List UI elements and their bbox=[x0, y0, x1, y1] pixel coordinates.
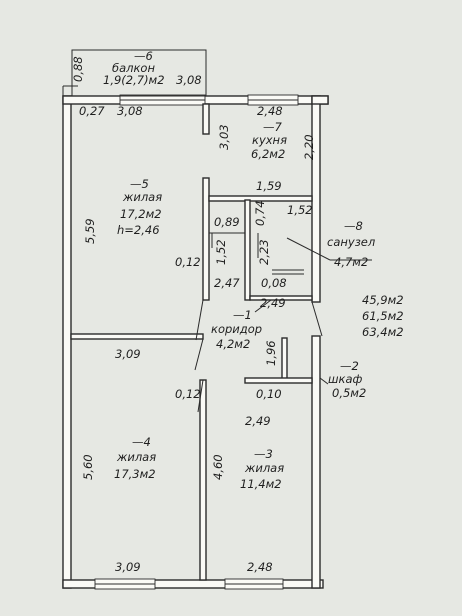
wall-living5-east bbox=[202, 177, 210, 301]
dim-560: 5,60 bbox=[81, 454, 95, 480]
door-living3 bbox=[197, 379, 204, 413]
door-entrance bbox=[311, 301, 323, 337]
bathroom-number: —8 bbox=[344, 219, 363, 233]
dim-008: 0,08 bbox=[261, 276, 287, 290]
door-living5 bbox=[195, 299, 204, 341]
total-general: 61,5м2 bbox=[362, 309, 404, 323]
dim-159: 1,59 bbox=[256, 179, 282, 193]
east-wall-upper bbox=[311, 95, 321, 303]
dim-196: 1,96 bbox=[264, 340, 278, 366]
closet-area: 0,5м2 bbox=[332, 386, 366, 400]
door-living4 bbox=[194, 338, 204, 371]
north-east-ledge bbox=[311, 95, 329, 105]
dim-088: 0,88 bbox=[71, 56, 85, 82]
living5-area: 17,2м2 bbox=[120, 207, 162, 221]
south-wall bbox=[62, 579, 324, 589]
dim-303: 3,03 bbox=[217, 124, 231, 150]
living5-number: —5 bbox=[130, 177, 149, 191]
corridor-name: коридор bbox=[211, 322, 262, 336]
kitchen-name: кухня bbox=[252, 133, 287, 147]
corridor-number: —1 bbox=[233, 308, 252, 322]
living3-number: —3 bbox=[254, 447, 273, 461]
bathroom-area: 4,7м2 bbox=[334, 255, 368, 269]
wall-living3-west bbox=[199, 379, 207, 581]
dim-309a: 3,09 bbox=[115, 347, 141, 361]
living3-area: 11,4м2 bbox=[240, 477, 282, 491]
dim-308-balcony: 3,08 bbox=[176, 73, 202, 87]
bathroom-name: санузел bbox=[327, 235, 376, 249]
kitchen-number: —7 bbox=[263, 120, 283, 134]
dim-309b: 3,09 bbox=[115, 560, 141, 574]
bath-leader bbox=[286, 237, 331, 261]
dim-247: 2,47 bbox=[214, 276, 240, 290]
living5-name: жилая bbox=[122, 190, 162, 204]
dim-152b: 1,52 bbox=[214, 239, 228, 265]
dim-559: 5,59 bbox=[83, 218, 97, 244]
wall-bath-south bbox=[249, 295, 313, 301]
total-with-balcony: 63,4м2 bbox=[362, 325, 404, 339]
dim-089: 0,89 bbox=[214, 215, 240, 229]
dim-220: 2,20 bbox=[302, 134, 316, 160]
dim-152a: 1,52 bbox=[287, 203, 313, 217]
dim-027: 0,27 bbox=[79, 104, 105, 118]
total-living: 45,9м2 bbox=[362, 293, 404, 307]
corridor-area: 4,2м2 bbox=[216, 337, 250, 351]
wall-bath-west bbox=[244, 199, 251, 301]
balcony-number: —6 bbox=[134, 49, 153, 63]
dim-012b: 0,12 bbox=[175, 387, 201, 401]
living5-height: h=2,46 bbox=[117, 223, 160, 237]
dim-248-top: 2,48 bbox=[257, 104, 283, 118]
dim-248-bot: 2,48 bbox=[247, 560, 273, 574]
balcony-name: балкон bbox=[112, 61, 155, 75]
balcony-area: 1,9(2,7)м2 bbox=[103, 73, 165, 87]
living4-area: 17,3м2 bbox=[114, 467, 156, 481]
wall-living-divider bbox=[70, 333, 204, 340]
dim-012a: 0,12 bbox=[175, 255, 201, 269]
living4-name: жилая bbox=[116, 450, 156, 464]
west-wall bbox=[62, 95, 72, 589]
kitchen-area: 6,2м2 bbox=[251, 147, 285, 161]
east-wall-lower bbox=[311, 335, 321, 589]
living4-number: —4 bbox=[132, 435, 151, 449]
dim-074: 0,74 bbox=[253, 200, 267, 226]
wall-closet-west bbox=[281, 337, 288, 383]
closet-name: шкаф bbox=[328, 372, 363, 386]
wall-closet-south bbox=[244, 377, 313, 384]
dim-010: 0,10 bbox=[256, 387, 282, 401]
door-bath bbox=[254, 299, 272, 313]
wall-kitchen-west-stub bbox=[202, 103, 210, 135]
dim-249a: 2,49 bbox=[260, 296, 286, 310]
dim-460: 4,60 bbox=[211, 454, 225, 480]
living3-name: жилая bbox=[244, 461, 284, 475]
dim-308: 3,08 bbox=[117, 104, 143, 118]
dim-223: 2,23 bbox=[257, 239, 271, 265]
closet-number: —2 bbox=[340, 359, 359, 373]
dim-249b: 2,49 bbox=[245, 414, 271, 428]
wall-kitchen-south bbox=[208, 195, 313, 202]
